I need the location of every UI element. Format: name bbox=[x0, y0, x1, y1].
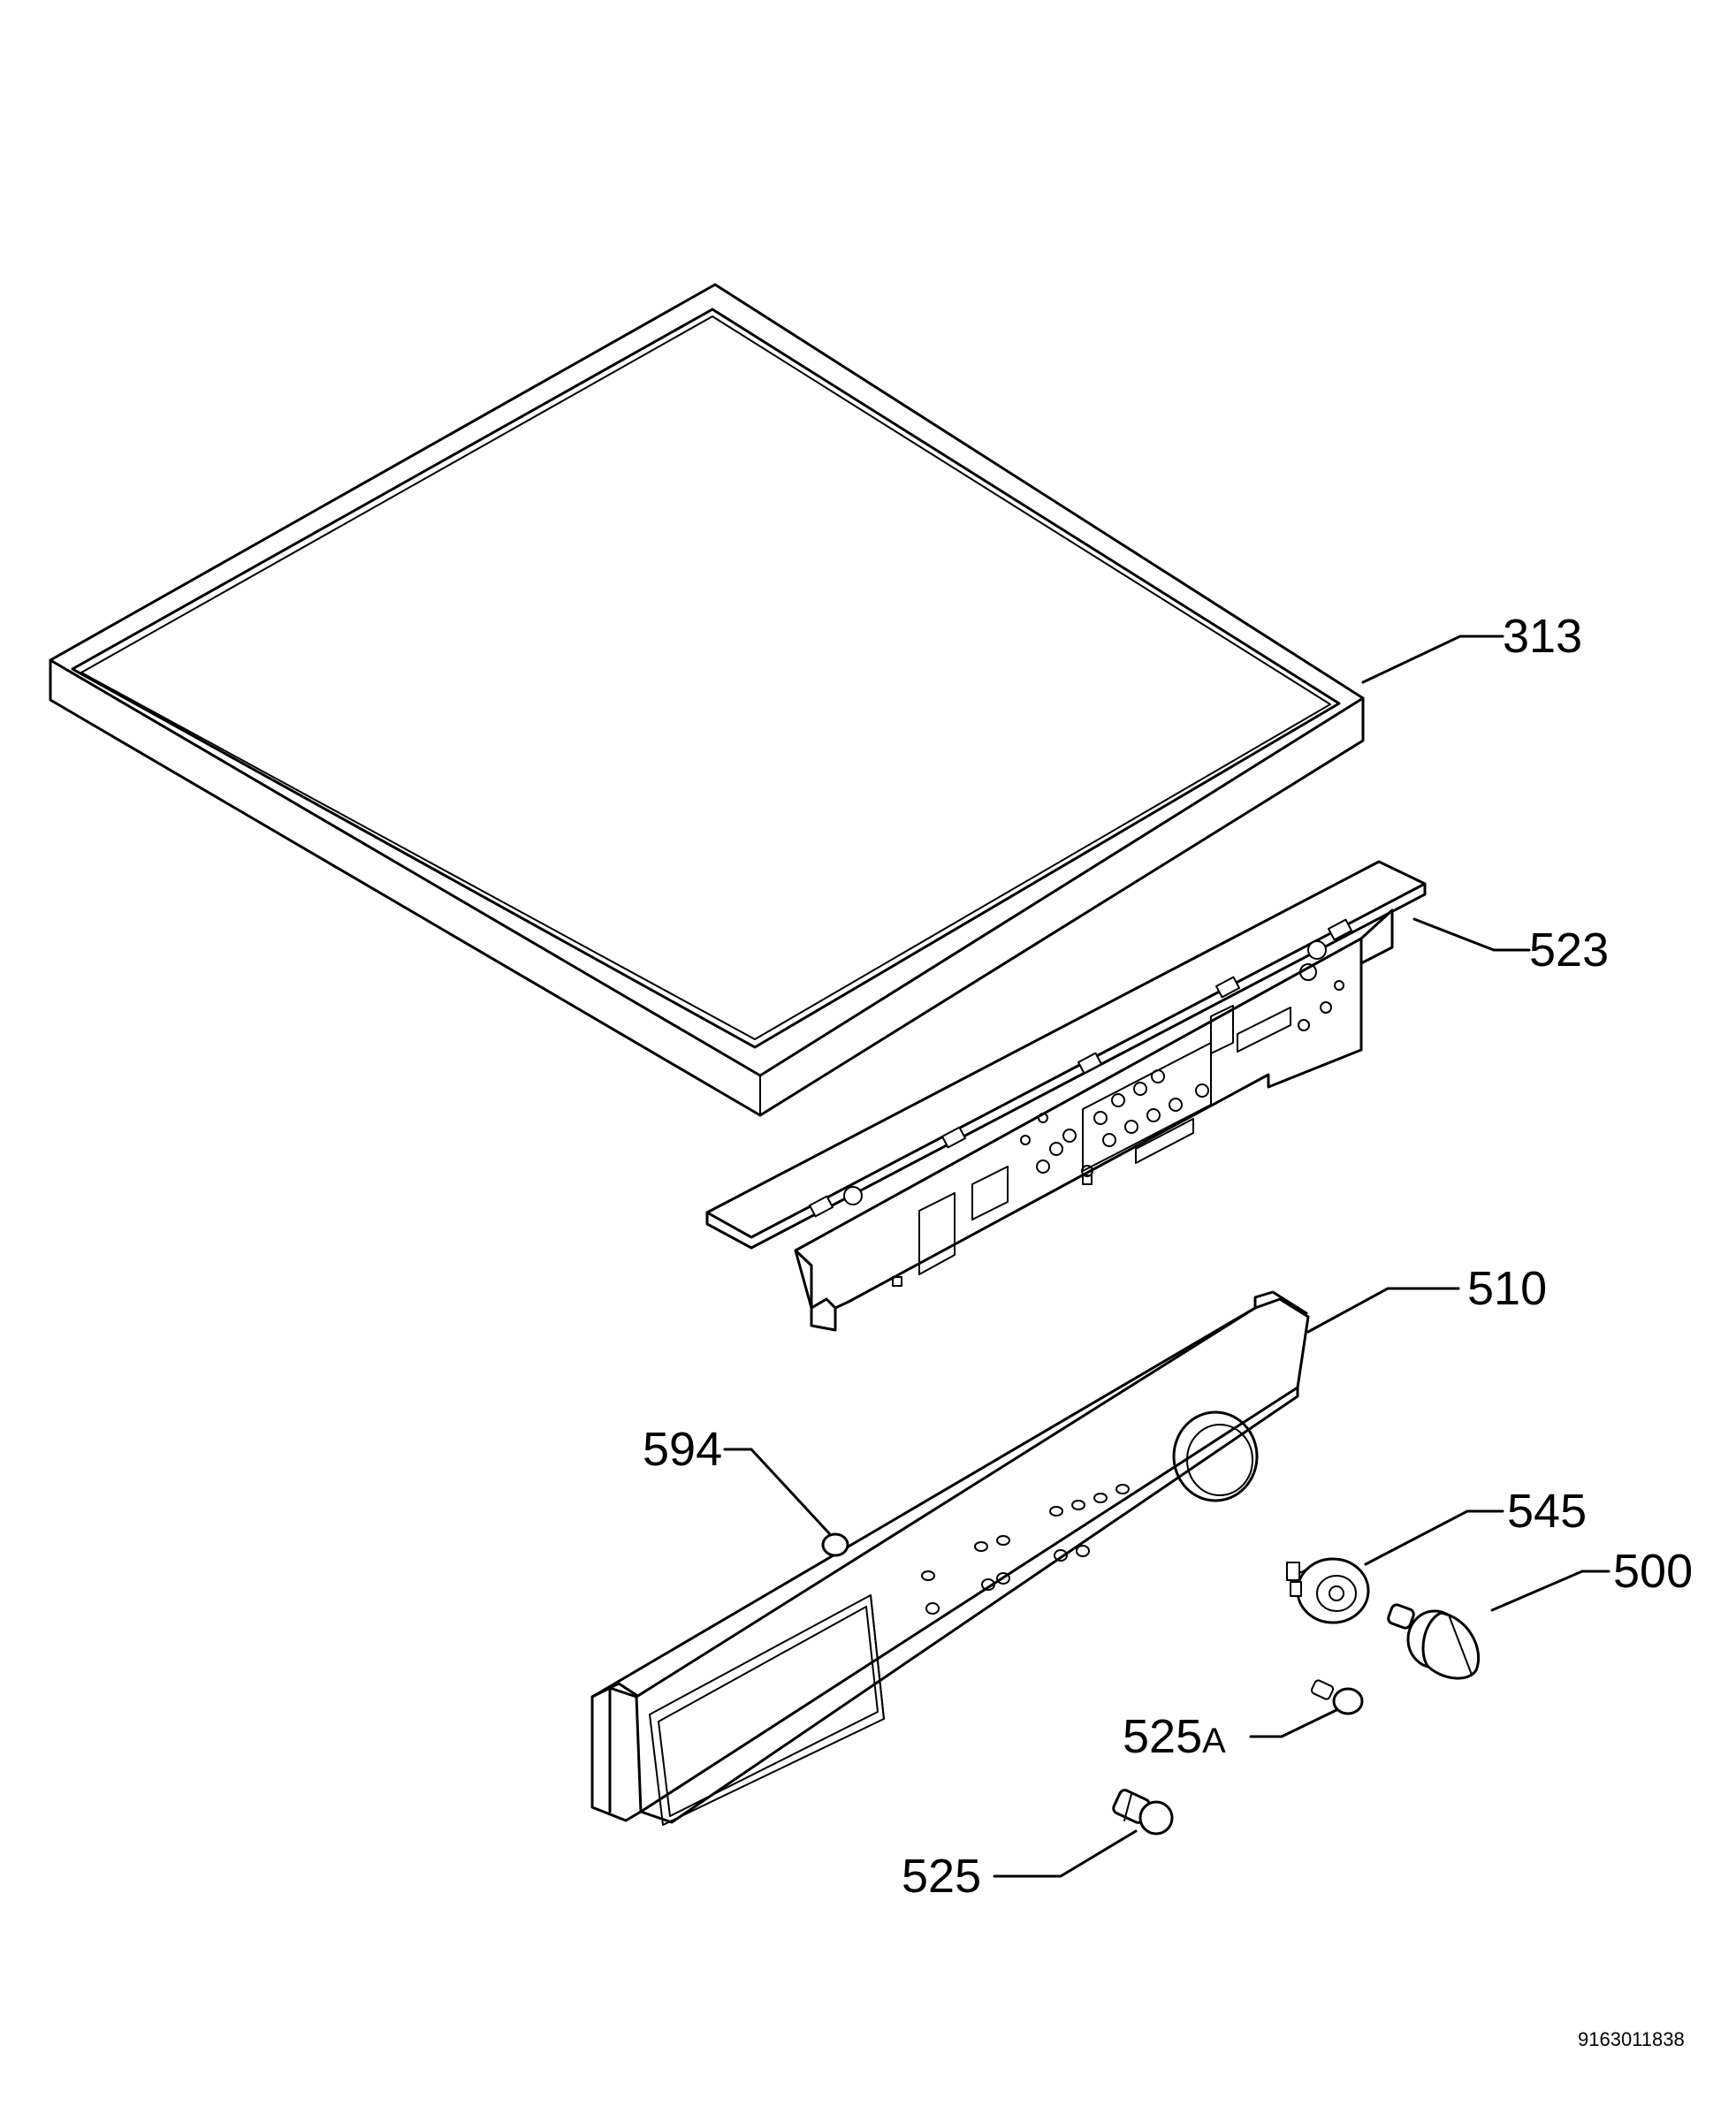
document-number: 9163011838 bbox=[1578, 2028, 1685, 2050]
leader-500 bbox=[1490, 1570, 1610, 1612]
leader-523 bbox=[1412, 917, 1531, 952]
label-525: 525 bbox=[902, 1850, 981, 1903]
part-525a-button bbox=[1310, 1679, 1364, 1715]
part-525-button bbox=[1112, 1789, 1174, 1836]
label-313: 313 bbox=[1503, 610, 1582, 663]
part-313-top-cover bbox=[49, 283, 1365, 1117]
label-525a: 525A bbox=[1123, 1710, 1226, 1763]
label-523: 523 bbox=[1529, 924, 1609, 977]
part-labels: 313 523 510 594 545 500 525A 525 bbox=[643, 610, 1693, 1903]
label-594: 594 bbox=[643, 1423, 722, 1476]
leader-lines bbox=[723, 635, 1610, 1878]
label-500: 500 bbox=[1613, 1545, 1693, 1598]
leader-594 bbox=[723, 1448, 831, 1535]
label-525a-number: 525 bbox=[1123, 1710, 1202, 1763]
label-525a-suffix: A bbox=[1202, 1722, 1226, 1760]
part-523-control-bracket bbox=[705, 860, 1427, 1332]
leader-510 bbox=[1306, 1287, 1460, 1334]
leader-313 bbox=[1361, 635, 1504, 684]
part-594-plug bbox=[821, 1532, 849, 1557]
leader-525 bbox=[993, 1829, 1138, 1878]
part-510-control-panel bbox=[590, 1290, 1310, 1826]
part-545-switch bbox=[1286, 1557, 1370, 1624]
label-510: 510 bbox=[1467, 1262, 1547, 1315]
label-545: 545 bbox=[1507, 1485, 1587, 1538]
leader-525a bbox=[1249, 1708, 1338, 1738]
part-500-knob bbox=[1387, 1603, 1481, 1680]
leader-545 bbox=[1364, 1509, 1504, 1566]
